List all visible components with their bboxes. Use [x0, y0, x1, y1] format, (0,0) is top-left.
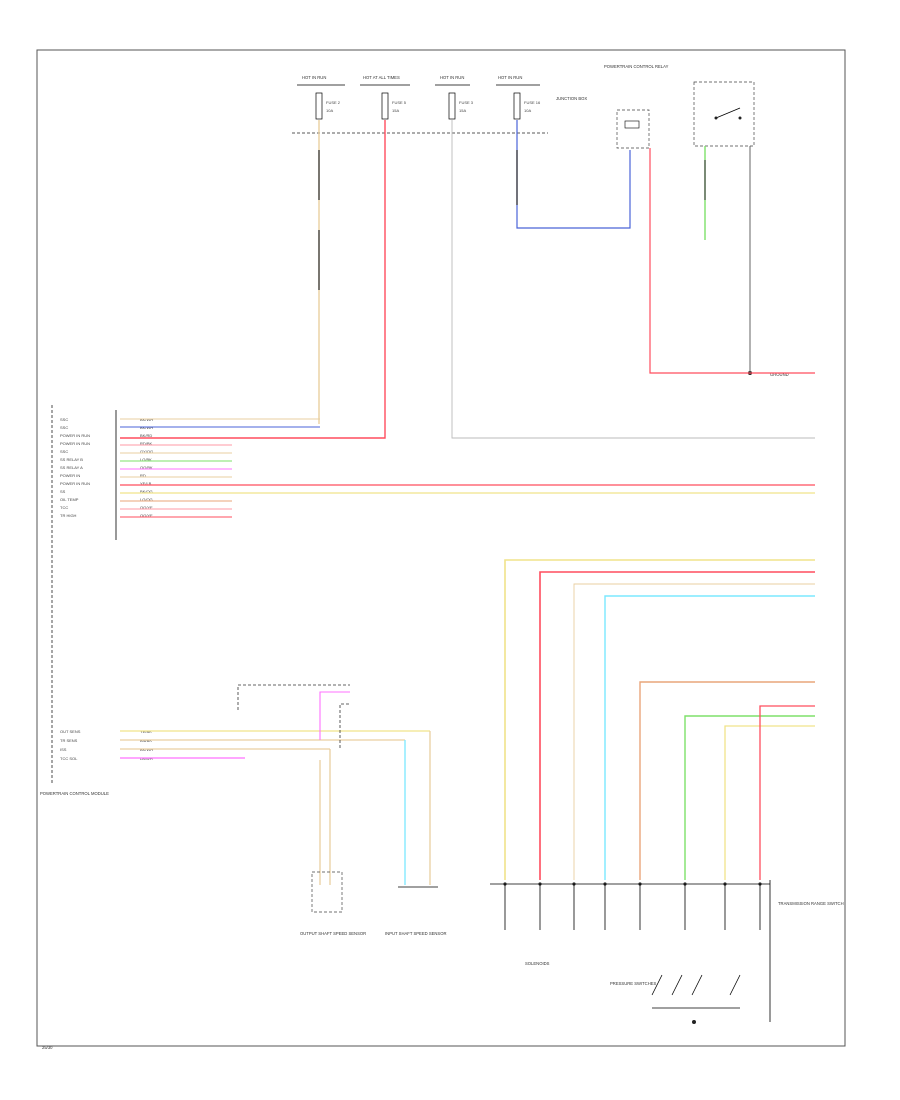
fuse-1-amps: 10A: [326, 108, 333, 113]
fuse-4-amps: 10A: [524, 108, 531, 113]
pcm-wire-10: BK/OG: [140, 489, 153, 494]
speed-sensor-1: OUTPUT SHAFT SPEED SENSOR: [300, 871, 366, 936]
pcm-wire-11: LG/OG: [140, 497, 153, 502]
lower-pin-4: TCC SOL: [60, 756, 78, 761]
pcm-pin-6: SS RELAY B: [60, 457, 83, 462]
fuse-2-header: HOT AT ALL TIMES: [363, 75, 400, 80]
pcm-pin-11: OIL TEMP: [60, 497, 79, 502]
speed-sensor-2: INPUT SHAFT SPEED SENSOR: [385, 886, 447, 936]
fuse-1-header: HOT IN RUN: [302, 75, 326, 80]
lower-left-wires: [120, 684, 431, 885]
pcm-wire-codes: BK/WH BK/WH BK/RD RD/BK GY/OG LG/BK OG/B…: [140, 417, 153, 518]
pcm-pin-13: TR HIGH: [60, 513, 77, 518]
pcm-pin-10: SS: [60, 489, 66, 494]
pcm-wire-12: OG/YE: [140, 505, 153, 510]
pcm-pin-5: SSC: [60, 449, 68, 454]
sensor-1-label: OUTPUT SHAFT SPEED SENSOR: [300, 931, 366, 936]
fuse-5-icon: FUSE 5 15A: [381, 92, 407, 120]
pcm-connector: SSC SSC POWER IN RUN POWER IN RUN SSC SS…: [40, 405, 815, 796]
fuse-3-amps: 15A: [459, 108, 466, 113]
pcm-lower-pins: OUT SENS TR SENS ISS TCC SOL YE/BK BN/BK…: [60, 729, 153, 761]
relay-label: POWERTRAIN CONTROL RELAY: [604, 64, 669, 69]
fuse-2-name: FUSE 5: [392, 100, 407, 105]
diagram-frame: [36, 49, 846, 1047]
sensor-2-label: INPUT SHAFT SPEED SENSOR: [385, 931, 447, 936]
pcm-wire-13: OG/YE: [140, 513, 153, 518]
pcm-pin-rows: SSC SSC POWER IN RUN POWER IN RUN SSC SS…: [60, 417, 90, 518]
fuse-block: HOT IN RUN HOT AT ALL TIMES HOT IN RUN H…: [292, 75, 587, 134]
fuse-4-name: FUSE 16: [524, 100, 541, 105]
pcm-pin-8: POWER IN: [60, 473, 80, 478]
fuse-2-amps: 15A: [392, 108, 399, 113]
fuse-2-icon: FUSE 2 10A: [315, 92, 341, 120]
ground-label: GROUND: [770, 372, 789, 377]
pcm-wire-3: BK/RD: [140, 433, 152, 438]
pcm-pin-2: SSC: [60, 425, 68, 430]
pcm-wire-8: RD: [140, 473, 146, 478]
fuse-3-icon: FUSE 3 15A: [448, 92, 474, 120]
fuse-3-name: FUSE 3: [459, 100, 474, 105]
pressure-switches: PRESSURE SWITCHES: [610, 974, 741, 1024]
pcm-wire-6: LG/BK: [140, 457, 152, 462]
diagram-id: 25/30: [42, 1045, 53, 1050]
pcm-pin-1: SSC: [60, 417, 68, 422]
pcm-pin-3: POWER IN RUN: [60, 433, 90, 438]
trans-harness-wires: [504, 559, 815, 880]
trans-pins: [503, 882, 762, 930]
pcm-pin-9: POWER IN RUN: [60, 481, 90, 486]
pcm-wire-7: OG/BK: [140, 465, 153, 470]
upper-wires: [120, 120, 815, 439]
pcm-pin-12: TCC: [60, 505, 68, 510]
lower-pin-2: TR SENS: [60, 738, 78, 743]
fuse-4-header: HOT IN RUN: [498, 75, 522, 80]
powertrain-relay: POWERTRAIN CONTROL RELAY: [604, 64, 669, 149]
junction-box-label: JUNCTION BOX: [556, 96, 587, 101]
pressure-switch-3-icon: [691, 974, 703, 996]
pcm-label: POWERTRAIN CONTROL MODULE: [40, 791, 109, 796]
pressure-label: PRESSURE SWITCHES: [610, 981, 657, 986]
pressure-switch-2-icon: [671, 974, 683, 996]
upper-right-switch: [693, 81, 755, 147]
relay-coil-icon: [624, 120, 640, 129]
pcm-wire-5: GY/OG: [140, 449, 153, 454]
pcm-wire-4: RD/BK: [140, 441, 153, 446]
pcm-pin-4: POWER IN RUN: [60, 441, 90, 446]
pressure-switch-4-icon: [729, 974, 741, 996]
fuse-3-header: HOT IN RUN: [440, 75, 464, 80]
lower-pin-3: ISS: [60, 747, 67, 752]
ground-icon: GROUND: [748, 371, 789, 377]
fuse-1-name: FUSE 2: [326, 100, 341, 105]
solenoids-label: SOLENOIDS: [525, 961, 550, 966]
pressure-switch-1-icon: [651, 974, 663, 996]
trans-label: TRANSMISSION RANGE SWITCH: [778, 901, 844, 906]
pcm-wire-9: YE/LB: [140, 481, 152, 486]
switch-contact-icon: [714, 107, 742, 120]
fuse-16-icon: FUSE 16 10A: [513, 92, 541, 120]
pcm-pin-7: SS RELAY A: [60, 465, 83, 470]
lower-pin-1: OUT SENS: [60, 729, 81, 734]
